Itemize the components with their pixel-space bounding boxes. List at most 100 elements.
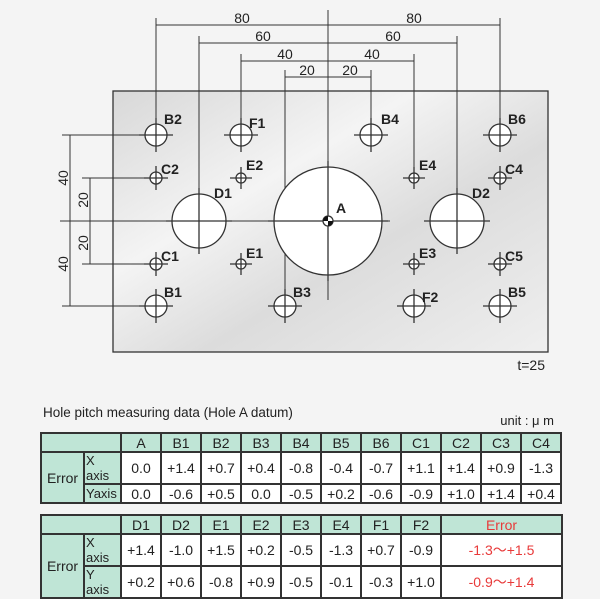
label-b1: B1 (164, 284, 182, 300)
y-error-cell: -0.6 (160, 483, 202, 504)
x-error-cell: -0.9 (400, 533, 442, 567)
column-header: E1 (200, 514, 242, 535)
y-error-cell: -0.1 (320, 565, 362, 599)
y-error-cell: -0.3 (360, 565, 402, 599)
label-e3: E3 (419, 245, 436, 261)
column-header: D1 (120, 514, 162, 535)
column-header: B4 (280, 432, 322, 453)
y-error-cell: -0.6 (360, 483, 402, 504)
label-e2: E2 (246, 157, 263, 173)
y-error-cell: +0.2 (320, 483, 362, 504)
dim-80-right: 80 (406, 10, 422, 26)
y-error-cell: +0.6 (160, 565, 202, 599)
corner-cell (40, 514, 122, 535)
dim-20-right: 20 (342, 62, 358, 78)
dim-60-left: 60 (255, 28, 271, 44)
x-error-cell: +1.4 (440, 451, 482, 485)
x-error-cell: +0.9 (480, 451, 522, 485)
x-error-cell: +1.1 (400, 451, 442, 485)
x-error-cell: +1.5 (200, 533, 242, 567)
dim-40-left: 40 (277, 46, 293, 62)
y-error-cell: +1.0 (440, 483, 482, 504)
dim-40-upper: 40 (55, 170, 71, 186)
dim-40-lower: 40 (55, 256, 71, 272)
row-label-error: Error (40, 451, 85, 504)
label-b6: B6 (508, 111, 526, 127)
column-header: B6 (360, 432, 402, 453)
column-header: F2 (400, 514, 442, 535)
label-b3: B3 (293, 284, 311, 300)
thickness-label: t=25 (517, 357, 545, 373)
y-error-cell: +0.5 (200, 483, 242, 504)
label-b2: B2 (164, 111, 182, 127)
label-c2: C2 (161, 161, 179, 177)
column-header: C3 (480, 432, 522, 453)
y-axis-label: Y axis (83, 565, 122, 599)
label-d2: D2 (472, 185, 490, 201)
label-a: A (336, 200, 346, 216)
label-b5: B5 (508, 284, 526, 300)
y-error-cell: +0.9 (240, 565, 282, 599)
label-e4: E4 (419, 157, 436, 173)
y-error-cell: 0.0 (240, 483, 282, 504)
x-error-cell: +1.4 (120, 533, 162, 567)
column-header: D2 (160, 514, 202, 535)
x-error-cell: -1.3 (320, 533, 362, 567)
y-error-range: -0.9〜+1.4 (440, 565, 563, 599)
label-b4: B4 (381, 111, 399, 127)
dimension-labels: 80 60 40 20 20 40 60 80 40 20 20 40 (55, 10, 422, 272)
x-error-cell: +0.7 (360, 533, 402, 567)
y-error-cell: -0.9 (400, 483, 442, 504)
column-header: E4 (320, 514, 362, 535)
x-error-cell: +0.2 (240, 533, 282, 567)
table-title: Hole pitch measuring data (Hole A datum) (43, 405, 293, 420)
unit-label: unit : μ m (500, 413, 554, 428)
y-error-cell: +1.0 (400, 565, 442, 599)
y-error-cell: +0.2 (120, 565, 162, 599)
label-c4: C4 (505, 161, 523, 177)
dim-20-left: 20 (299, 62, 315, 78)
dim-20-lower: 20 (75, 235, 91, 251)
dim-60-right: 60 (385, 28, 401, 44)
dim-80-left: 80 (234, 10, 250, 26)
x-error-cell: -0.5 (280, 533, 322, 567)
column-header: B2 (200, 432, 242, 453)
column-header: C1 (400, 432, 442, 453)
y-error-cell: +1.4 (480, 483, 522, 504)
column-header: B5 (320, 432, 362, 453)
column-header: E3 (280, 514, 322, 535)
label-d1: D1 (214, 185, 232, 201)
y-error-cell: +0.4 (520, 483, 562, 504)
column-header: F1 (360, 514, 402, 535)
y-error-cell: -0.5 (280, 483, 322, 504)
y-error-cell: 0.0 (120, 483, 162, 504)
column-header: C4 (520, 432, 562, 453)
x-error-cell: -0.4 (320, 451, 362, 485)
x-error-range: -1.3〜+1.5 (440, 533, 563, 567)
error-range-header: Error (440, 514, 563, 535)
y-error-cell: -0.5 (280, 565, 322, 599)
label-c5: C5 (505, 248, 523, 264)
label-f1: F1 (249, 115, 266, 131)
column-header: B1 (160, 432, 202, 453)
column-header: C2 (440, 432, 482, 453)
x-error-cell: 0.0 (120, 451, 162, 485)
x-axis-label: X axis (83, 533, 122, 567)
x-error-cell: -1.0 (160, 533, 202, 567)
x-error-cell: -0.8 (280, 451, 322, 485)
corner-cell (40, 432, 122, 453)
column-header: A (120, 432, 162, 453)
y-error-cell: -0.8 (200, 565, 242, 599)
x-error-cell: +0.7 (200, 451, 242, 485)
label-c1: C1 (161, 248, 179, 264)
dim-40-right: 40 (364, 46, 380, 62)
plate-drawing: 80 60 40 20 20 40 60 80 40 20 20 40 A B1 B… (55, 10, 549, 373)
x-axis-label: X axis (83, 451, 122, 485)
x-error-cell: -1.3 (520, 451, 562, 485)
label-e1: E1 (246, 245, 263, 261)
x-error-cell: -0.7 (360, 451, 402, 485)
row-label-error: Error (40, 533, 85, 599)
datum-marker-icon (322, 215, 334, 227)
